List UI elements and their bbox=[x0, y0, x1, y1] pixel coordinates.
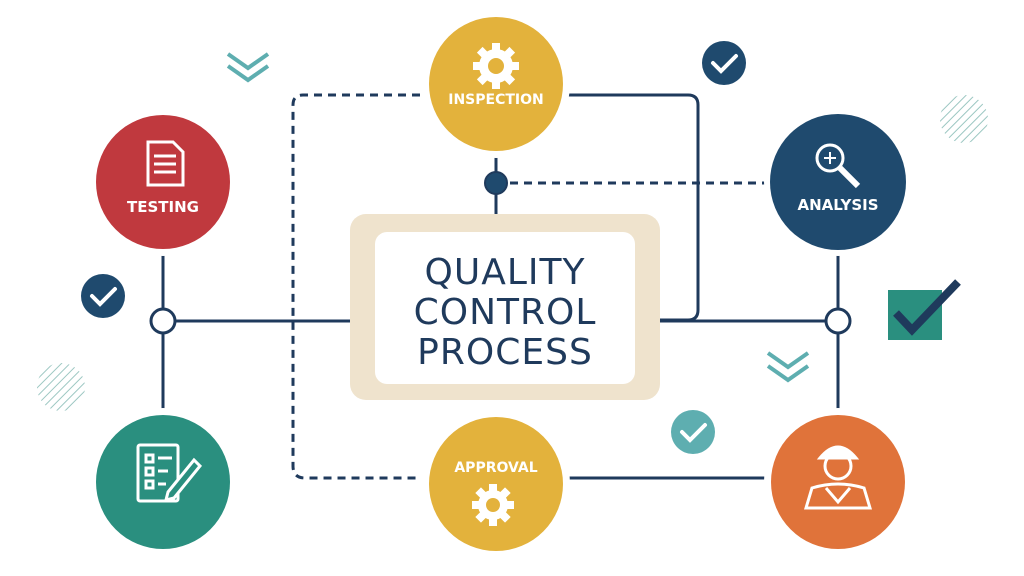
checkbox-icon bbox=[888, 279, 961, 340]
junction-node bbox=[149, 307, 177, 335]
approval-node[interactable]: APPROVAL bbox=[422, 410, 570, 558]
check-badge-icon bbox=[671, 410, 715, 454]
junction-node bbox=[824, 307, 852, 335]
decorative-hatched-circle bbox=[37, 363, 85, 411]
dashed-connector bbox=[291, 93, 420, 480]
chevron-down-icon bbox=[766, 351, 810, 383]
check-badge-icon bbox=[702, 41, 746, 85]
center-frame-inner bbox=[375, 232, 635, 384]
inspector-node[interactable] bbox=[764, 408, 912, 556]
worker-icon bbox=[803, 445, 873, 510]
chevron-down-icon bbox=[226, 52, 270, 83]
approval-label: APPROVAL bbox=[454, 460, 537, 476]
checklist-pencil-icon bbox=[136, 443, 203, 503]
title-line-1: QUALITY bbox=[425, 252, 586, 293]
checklist-node[interactable] bbox=[89, 408, 237, 556]
gear-icon bbox=[472, 484, 514, 526]
magnifier-icon bbox=[815, 143, 861, 189]
document-icon bbox=[146, 140, 185, 187]
testing-label: TESTING bbox=[127, 198, 199, 216]
testing-node[interactable]: TESTING bbox=[89, 108, 237, 256]
inspection-node[interactable]: INSPECTION bbox=[422, 10, 570, 158]
analysis-label: ANALYSIS bbox=[797, 196, 878, 214]
solid-connector bbox=[567, 93, 700, 322]
gear-icon bbox=[473, 43, 519, 89]
check-badge-icon bbox=[81, 274, 125, 318]
title-line-2: CONTROL bbox=[414, 292, 597, 333]
title-line-3: PROCESS bbox=[417, 332, 593, 373]
analysis-node[interactable]: ANALYSIS bbox=[764, 108, 912, 256]
connector-lines bbox=[161, 93, 840, 480]
inspection-label: INSPECTION bbox=[448, 92, 543, 108]
junction-node bbox=[484, 171, 508, 195]
decorative-hatched-circle bbox=[940, 95, 988, 143]
